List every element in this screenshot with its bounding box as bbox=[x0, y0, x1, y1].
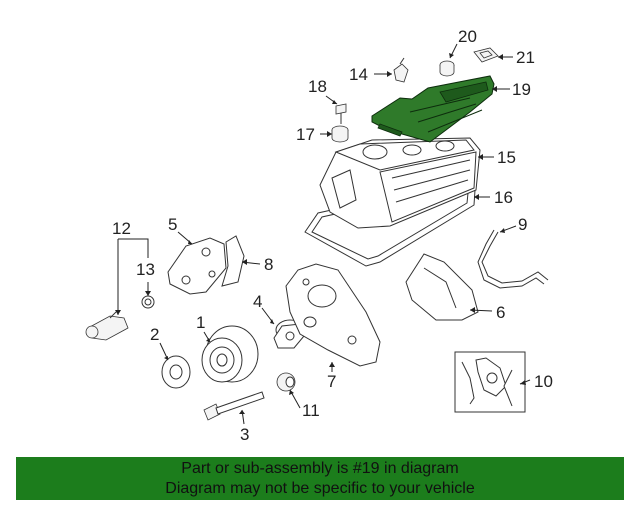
callout-14[interactable]: 14 bbox=[349, 65, 368, 84]
info-banner-line-2: Diagram may not be specific to your vehi… bbox=[165, 480, 475, 497]
callout-7[interactable]: 7 bbox=[327, 372, 336, 391]
part-8-gasket[interactable] bbox=[221, 235, 245, 287]
callout-18[interactable]: 18 bbox=[308, 77, 327, 96]
part-19-engine-cover[interactable] bbox=[371, 75, 495, 143]
callout-16[interactable]: 16 bbox=[494, 188, 513, 207]
part-12-solenoid[interactable] bbox=[85, 311, 129, 341]
part-9-gasket[interactable] bbox=[477, 229, 549, 289]
part-14-sensor[interactable] bbox=[393, 57, 409, 83]
info-banner-line-1: Part or sub-assembly is #19 in diagram bbox=[181, 460, 459, 477]
part-3-bolt[interactable] bbox=[203, 391, 265, 421]
callout-9[interactable]: 9 bbox=[518, 215, 527, 234]
part-7-timing-cover[interactable] bbox=[285, 263, 381, 367]
part-21-pad[interactable] bbox=[473, 47, 499, 63]
part-15-valve-cover[interactable] bbox=[319, 137, 481, 229]
callout-5[interactable]: 5 bbox=[168, 215, 177, 234]
part-2-ring[interactable] bbox=[161, 355, 191, 389]
callout-2[interactable]: 2 bbox=[150, 325, 159, 344]
exploded-parts-diagram: 1 2 3 4 5 6 7 8 9 10 11 12 13 14 15 16 1… bbox=[85, 27, 553, 444]
callout-6[interactable]: 6 bbox=[496, 303, 505, 322]
part-11-seal[interactable] bbox=[276, 372, 296, 392]
part-6-rear-cover[interactable] bbox=[405, 253, 479, 321]
callout-19[interactable]: 19 bbox=[512, 80, 531, 99]
callout-3[interactable]: 3 bbox=[240, 425, 249, 444]
callout-21[interactable]: 21 bbox=[516, 48, 535, 67]
callout-20[interactable]: 20 bbox=[458, 27, 477, 46]
part-20-grommet[interactable] bbox=[439, 60, 455, 77]
callout-4[interactable]: 4 bbox=[253, 292, 262, 311]
part-17-spacer[interactable] bbox=[331, 125, 349, 143]
callout-11[interactable]: 11 bbox=[302, 401, 320, 420]
part-5-cover-plate[interactable] bbox=[167, 237, 227, 295]
info-banner: Part or sub-assembly is #19 in diagram D… bbox=[16, 457, 624, 500]
callout-10[interactable]: 10 bbox=[534, 372, 553, 391]
part-13-seal[interactable] bbox=[141, 295, 155, 309]
callout-15[interactable]: 15 bbox=[497, 148, 516, 167]
part-4-pump[interactable] bbox=[273, 319, 305, 349]
callout-1[interactable]: 1 bbox=[196, 313, 205, 332]
callout-12[interactable]: 12 bbox=[112, 219, 131, 238]
callout-labels: 1 2 3 4 5 6 7 8 9 10 11 12 13 14 15 16 1… bbox=[112, 27, 553, 444]
arrowheads bbox=[115, 53, 526, 414]
part-1-damper[interactable] bbox=[201, 325, 259, 383]
part-10-gasket-set[interactable] bbox=[454, 351, 526, 413]
callout-13[interactable]: 13 bbox=[136, 260, 155, 279]
part-18-bolt[interactable] bbox=[335, 103, 347, 124]
callout-17[interactable]: 17 bbox=[296, 125, 315, 144]
callout-8[interactable]: 8 bbox=[264, 255, 273, 274]
